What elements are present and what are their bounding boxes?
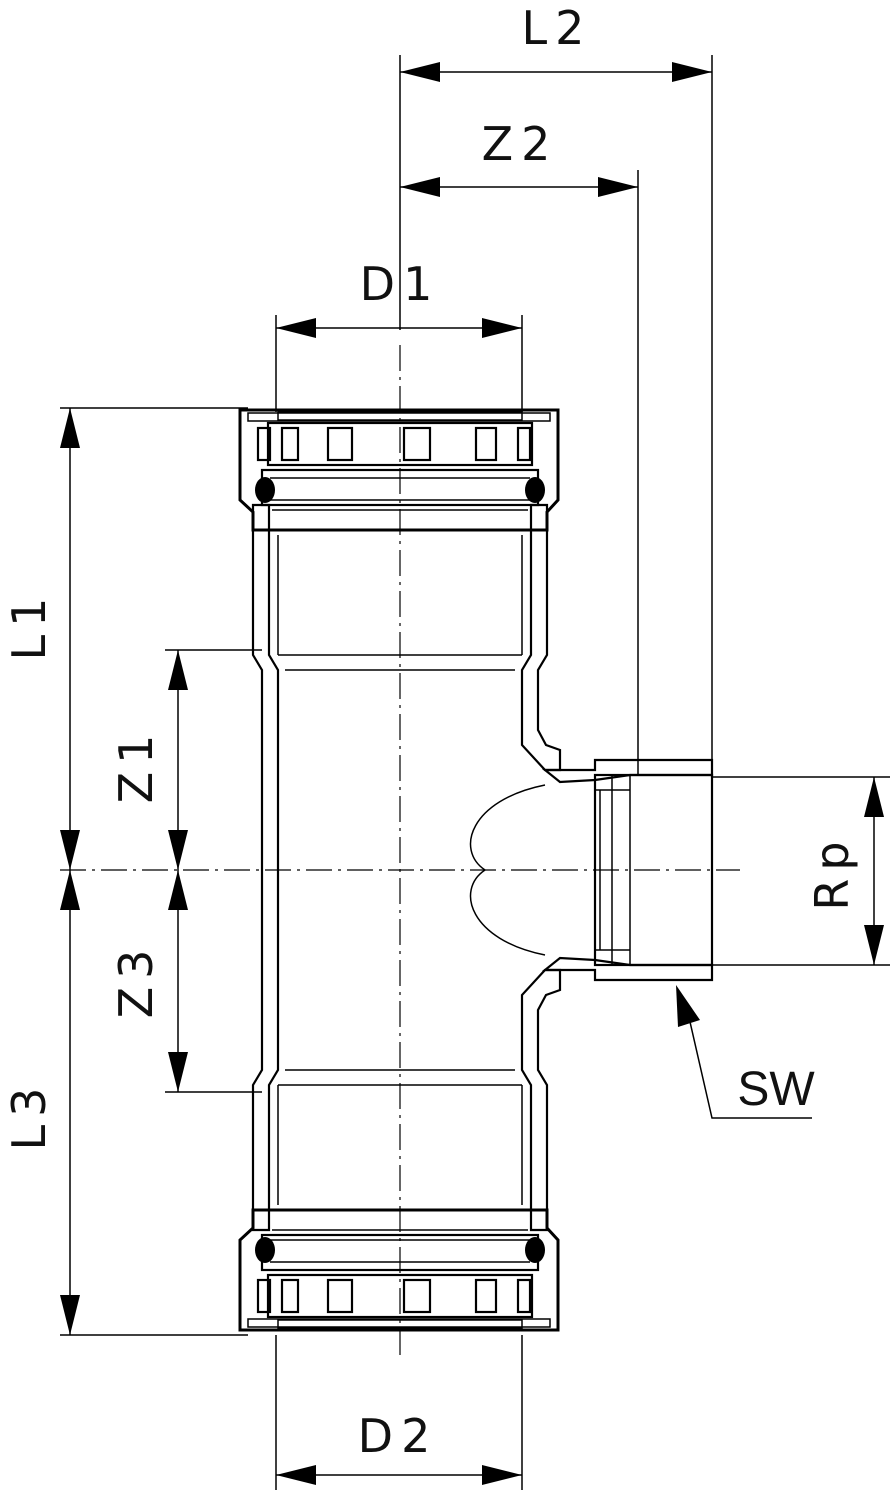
dimension-lines — [60, 62, 884, 1485]
label-z3: Z3 — [109, 942, 163, 1019]
label-l2: L2 — [522, 1, 593, 55]
label-z1: Z1 — [109, 727, 163, 804]
fitting-body — [251, 503, 714, 1232]
sw-leader-arrow — [676, 985, 700, 1027]
label-d1: D1 — [360, 257, 441, 311]
label-sw: SW — [737, 1063, 815, 1116]
label-rp: Rp — [805, 833, 859, 910]
label-z2: Z2 — [482, 117, 559, 171]
upper-press-end — [238, 408, 560, 532]
label-l1: L1 — [2, 590, 56, 661]
center-lines — [60, 345, 740, 1360]
label-d2: D2 — [358, 1409, 439, 1463]
sw-leader-line — [684, 999, 812, 1119]
lower-press-end — [238, 1208, 560, 1332]
label-l3: L3 — [2, 1080, 56, 1151]
dimension-labels: L2 Z2 D1 D2 L1 L3 Z1 Z3 Rp SW — [2, 1, 859, 1463]
extension-lines — [60, 55, 890, 1490]
